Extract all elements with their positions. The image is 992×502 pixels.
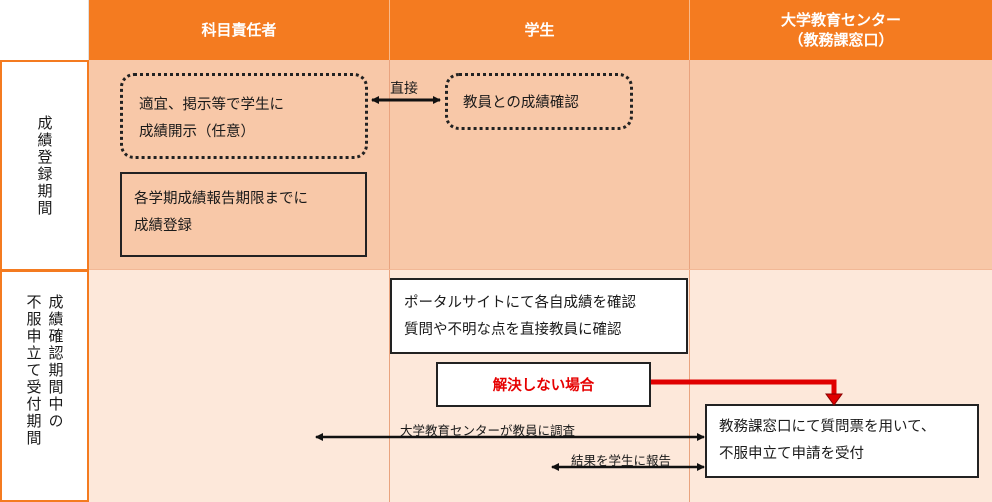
investigate-label: 大学教育センターが教員に調査 bbox=[400, 423, 576, 438]
disclose-grades-box: 適宜、掲示等で学生に 成績開示（任意） bbox=[120, 73, 368, 159]
confirm-with-teacher-text: 教員との成績確認 bbox=[463, 95, 579, 111]
column-separator-2 bbox=[689, 60, 690, 502]
header-corner bbox=[0, 0, 89, 60]
register-grades-box: 各学期成績報告期限までに 成績登録 bbox=[120, 172, 367, 257]
disclose-grades-line-2: 成績開示（任意） bbox=[139, 124, 255, 140]
confirm-with-teacher-box: 教員との成績確認 bbox=[445, 73, 633, 130]
disclose-grades-line-1: 適宜、掲示等で学生に bbox=[139, 97, 284, 113]
office-appeal-box: 教務課窓口にて質問票を用いて、 不服申立て申請を受付 bbox=[705, 404, 979, 478]
header-student: 学生 bbox=[390, 0, 689, 60]
header-center-label-1: 大学教育センター bbox=[780, 11, 901, 29]
column-separator-1 bbox=[389, 60, 390, 502]
row-label-appeal-text-2: 不服申立て受付期間 bbox=[24, 294, 43, 447]
row-separator bbox=[89, 269, 992, 270]
header-divider-2 bbox=[689, 0, 690, 60]
report-label: 結果を学生に報告 bbox=[571, 453, 672, 468]
portal-check-line-1: ポータルサイトにて各自成績を確認 bbox=[404, 295, 636, 311]
row-label-appeal: 成績確認期間中の 不服申立て受付期間 bbox=[0, 270, 89, 502]
registration-band bbox=[89, 60, 992, 270]
unresolved-arrowhead bbox=[825, 393, 843, 406]
header-student-label: 学生 bbox=[524, 21, 555, 39]
unresolved-box: 解決しない場合 bbox=[436, 362, 651, 407]
register-grades-line-1: 各学期成績報告期限までに bbox=[134, 191, 308, 207]
header-teacher: 科目責任者 bbox=[89, 0, 389, 60]
header-center: 大学教育センター （教務課窓口） bbox=[690, 0, 992, 60]
direct-label: 直接 bbox=[390, 81, 418, 97]
office-appeal-line-2: 不服申立て申請を受付 bbox=[719, 446, 864, 462]
row-label-appeal-text-1: 成績確認期間中の bbox=[46, 294, 65, 430]
header-center-label-2: （教務課窓口） bbox=[788, 31, 894, 49]
header-teacher-label: 科目責任者 bbox=[201, 21, 277, 39]
portal-check-box: ポータルサイトにて各自成績を確認 質問や不明な点を直接教員に確認 bbox=[390, 278, 688, 354]
row-label-registration-text: 成績登録期間 bbox=[35, 114, 54, 217]
unresolved-arrow bbox=[651, 379, 837, 396]
portal-check-line-2: 質問や不明な点を直接教員に確認 bbox=[404, 322, 622, 338]
unresolved-text: 解決しない場合 bbox=[492, 378, 595, 394]
header-divider-1 bbox=[389, 0, 390, 60]
register-grades-line-2: 成績登録 bbox=[134, 218, 192, 234]
office-appeal-line-1: 教務課窓口にて質問票を用いて、 bbox=[719, 419, 936, 435]
